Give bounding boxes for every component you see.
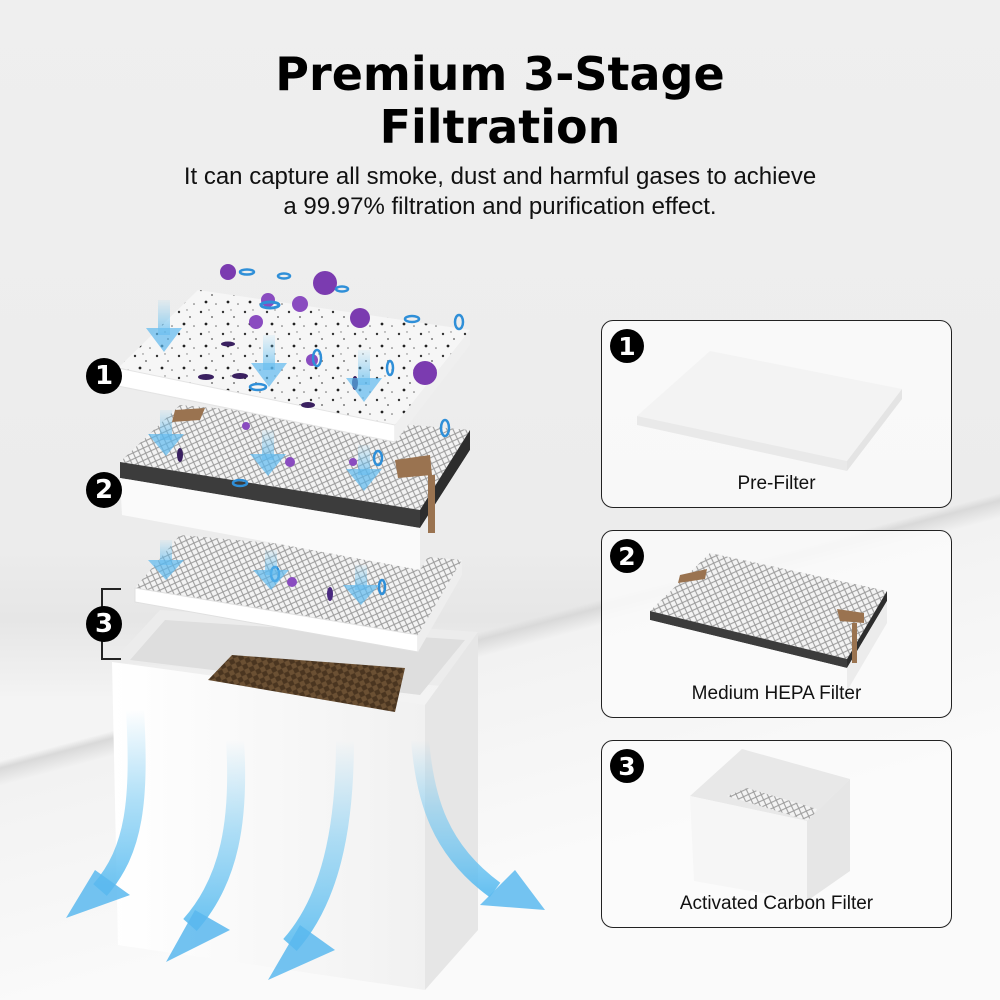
stage-2-marker: 2 bbox=[86, 472, 122, 508]
stage-3-label: Activated Carbon Filter bbox=[679, 893, 874, 914]
header: Premium 3-Stage Filtration It can captur… bbox=[0, 48, 1000, 222]
carbon-filter-illustration bbox=[690, 749, 850, 901]
outgoing-arrowheads bbox=[66, 870, 545, 980]
hepa-filter-illustration bbox=[650, 553, 887, 691]
stage-1-number-badge: 1 bbox=[610, 329, 644, 363]
page-title: Premium 3-Stage Filtration bbox=[0, 48, 1000, 154]
subtitle-line-2: a 99.97% filtration and purification eff… bbox=[283, 193, 717, 220]
stage-panel-carbon: 3 Activated Carbon Filter bbox=[601, 740, 952, 928]
pre-filter-illustration bbox=[637, 351, 902, 471]
downward-airflow-arrows bbox=[146, 300, 382, 605]
title-line-2: Filtration bbox=[379, 100, 621, 154]
stage-panel-pre-filter: 1 Pre-Filter bbox=[601, 320, 952, 508]
particles bbox=[177, 264, 465, 601]
stage-2-hepa bbox=[120, 405, 470, 570]
stage-3-marker: 3 bbox=[86, 606, 122, 642]
outgoing-airflow-arrows bbox=[93, 709, 501, 951]
stage-2-label: Medium HEPA Filter bbox=[691, 683, 862, 704]
title-line-1: Premium 3-Stage bbox=[275, 47, 725, 101]
subtitle-line-1: It can capture all smoke, dust and harmf… bbox=[183, 163, 817, 190]
subtitle: It can capture all smoke, dust and harmf… bbox=[0, 162, 1000, 222]
stage-2-number-badge: 2 bbox=[610, 539, 644, 573]
stage-1-marker: 1 bbox=[86, 358, 122, 394]
stage-3-number-badge: 3 bbox=[610, 749, 644, 783]
stage-1-label: Pre-Filter bbox=[737, 473, 816, 494]
stage-1-prefilter bbox=[117, 290, 470, 443]
stage-panel-hepa: 2 Medium HEPA Filter bbox=[601, 530, 952, 718]
